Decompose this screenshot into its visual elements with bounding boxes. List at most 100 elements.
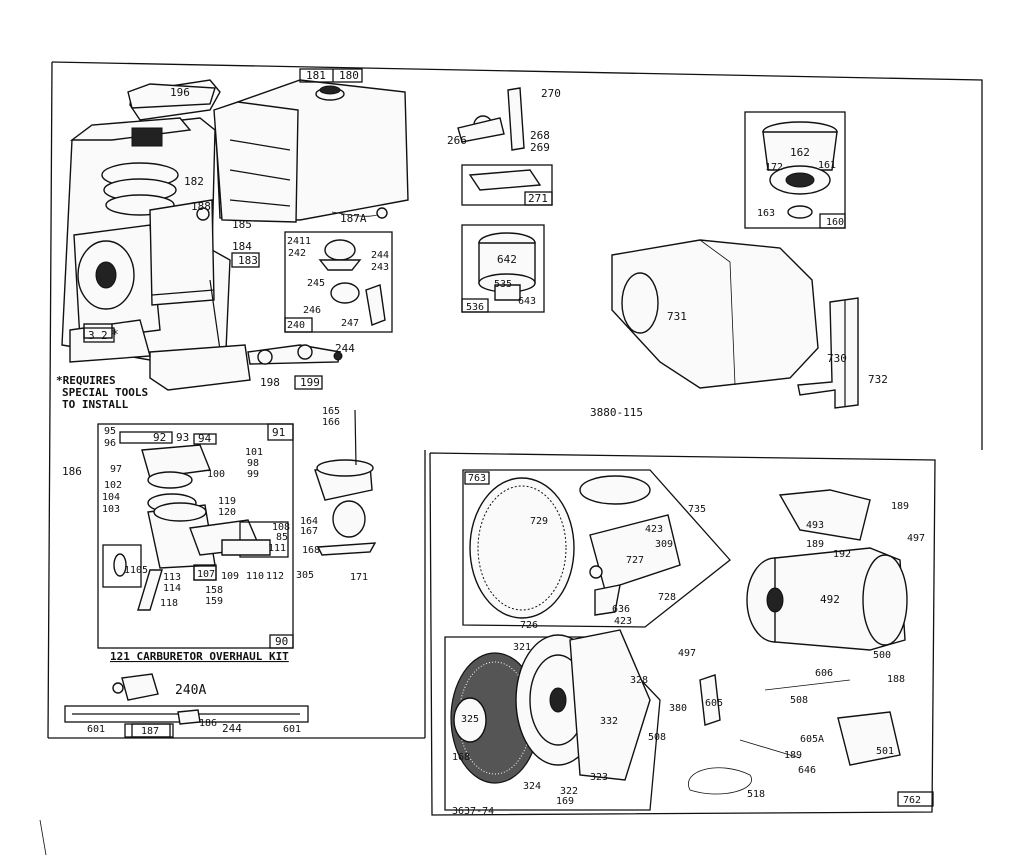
label-601-left: 601 (87, 724, 105, 735)
fuel-parts-illustration (247, 87, 553, 365)
air-cleaner-illustration (744, 111, 846, 229)
label-164: 164 (300, 516, 318, 527)
label-101: 101 (245, 447, 263, 458)
label-269: 269 (530, 141, 550, 154)
label-188: 188 (191, 200, 211, 213)
label-96: 96 (104, 438, 116, 449)
label-167: 167 (300, 526, 318, 537)
linkage-bar-illustration (64, 705, 309, 738)
label-732: 732 (868, 373, 888, 386)
label-646: 646 (798, 765, 816, 776)
label-1105: 1105 (124, 565, 148, 576)
label-107: 107 (197, 569, 215, 580)
label-606: 606 (815, 668, 833, 679)
label-114: 114 (163, 583, 181, 594)
asterisk-mark: * (111, 328, 119, 343)
label-729: 729 (530, 516, 548, 527)
label-108: 108 (272, 522, 290, 533)
label-111: 111 (268, 543, 286, 554)
label-244-mid: 244 (335, 342, 355, 355)
label-423-top: 423 (645, 524, 663, 535)
label-242: 242 (288, 248, 306, 259)
label-493: 493 (806, 520, 824, 531)
label-189-mid: 189 (806, 539, 824, 550)
label-518: 518 (747, 789, 765, 800)
label-247: 247 (341, 318, 359, 329)
label-159: 159 (205, 596, 223, 607)
label-104: 104 (102, 492, 120, 503)
label-601-right: 601 (283, 724, 301, 735)
label-268: 268 (530, 129, 550, 142)
label-172: 172 (765, 162, 783, 173)
note-line-1: *REQUIRES (56, 374, 116, 387)
label-501: 501 (876, 746, 894, 757)
label-727: 727 (626, 555, 644, 566)
label-181: 181 (306, 69, 326, 82)
label-423-bottom: 423 (614, 616, 632, 627)
label-110: 110 (246, 571, 264, 582)
label-3: 3 (88, 329, 95, 342)
label-243: 243 (371, 262, 389, 273)
label-492: 492 (820, 593, 840, 606)
label-246: 246 (303, 305, 321, 316)
label-119: 119 (218, 496, 236, 507)
drawing-number-top: 3880-115 (590, 406, 643, 419)
label-98: 98 (247, 458, 259, 469)
label-323: 323 (590, 772, 608, 783)
label-321: 321 (513, 642, 531, 653)
note-line-3: TO INSTALL (62, 398, 129, 411)
fuel-tank-illustration (127, 79, 409, 223)
label-309: 309 (655, 539, 673, 550)
label-165: 165 (322, 406, 340, 417)
label-186-left: 186 (62, 465, 82, 478)
label-2: 2 (101, 329, 108, 342)
box-199 (294, 375, 323, 390)
label-93: 93 (176, 431, 189, 444)
label-642: 642 (497, 253, 517, 266)
label-726: 726 (520, 620, 538, 631)
label-92: 92 (153, 431, 166, 444)
label-244-top: 244 (371, 250, 389, 261)
label-2411: 2411 (287, 236, 311, 247)
label-380: 380 (669, 703, 687, 714)
label-322: 322 (560, 786, 578, 797)
label-91: 91 (272, 426, 285, 439)
label-324: 324 (523, 781, 541, 792)
label-102: 102 (104, 480, 122, 491)
label-163: 163 (757, 208, 775, 219)
label-636: 636 (612, 604, 630, 615)
label-109: 109 (221, 571, 239, 582)
label-497-top: 497 (907, 533, 925, 544)
label-120: 120 (218, 507, 236, 518)
label-508-left: 508 (648, 732, 666, 743)
pulley-illustration (444, 629, 901, 811)
label-187: 187 (141, 726, 159, 737)
flywheel-illustration (462, 469, 731, 628)
label-266: 266 (447, 134, 467, 147)
label-95: 95 (104, 426, 116, 437)
label-169: 169 (556, 796, 574, 807)
label-183: 183 (238, 254, 258, 267)
label-192: 192 (833, 549, 851, 560)
label-168-carb: 168 (302, 545, 320, 556)
label-497-mid: 497 (678, 648, 696, 659)
label-332: 332 (600, 716, 618, 727)
box-763 (464, 471, 490, 485)
starter-motor-illustration (746, 489, 908, 651)
drawing-number-bottom: 3637-74 (452, 806, 494, 817)
label-162: 162 (790, 146, 810, 159)
label-605: 605 (705, 698, 723, 709)
label-271: 271 (528, 192, 548, 205)
carburetor-illustration (97, 409, 377, 701)
label-240: 240 (287, 320, 305, 331)
label-184: 184 (232, 240, 252, 253)
label-90: 90 (275, 635, 288, 648)
label-160: 160 (826, 217, 844, 228)
label-198: 198 (260, 376, 280, 389)
label-171: 171 (350, 572, 368, 583)
label-97: 97 (110, 464, 122, 475)
label-182: 182 (184, 175, 204, 188)
label-643: 643 (518, 296, 536, 307)
label-186-bar: 186 (199, 718, 217, 729)
